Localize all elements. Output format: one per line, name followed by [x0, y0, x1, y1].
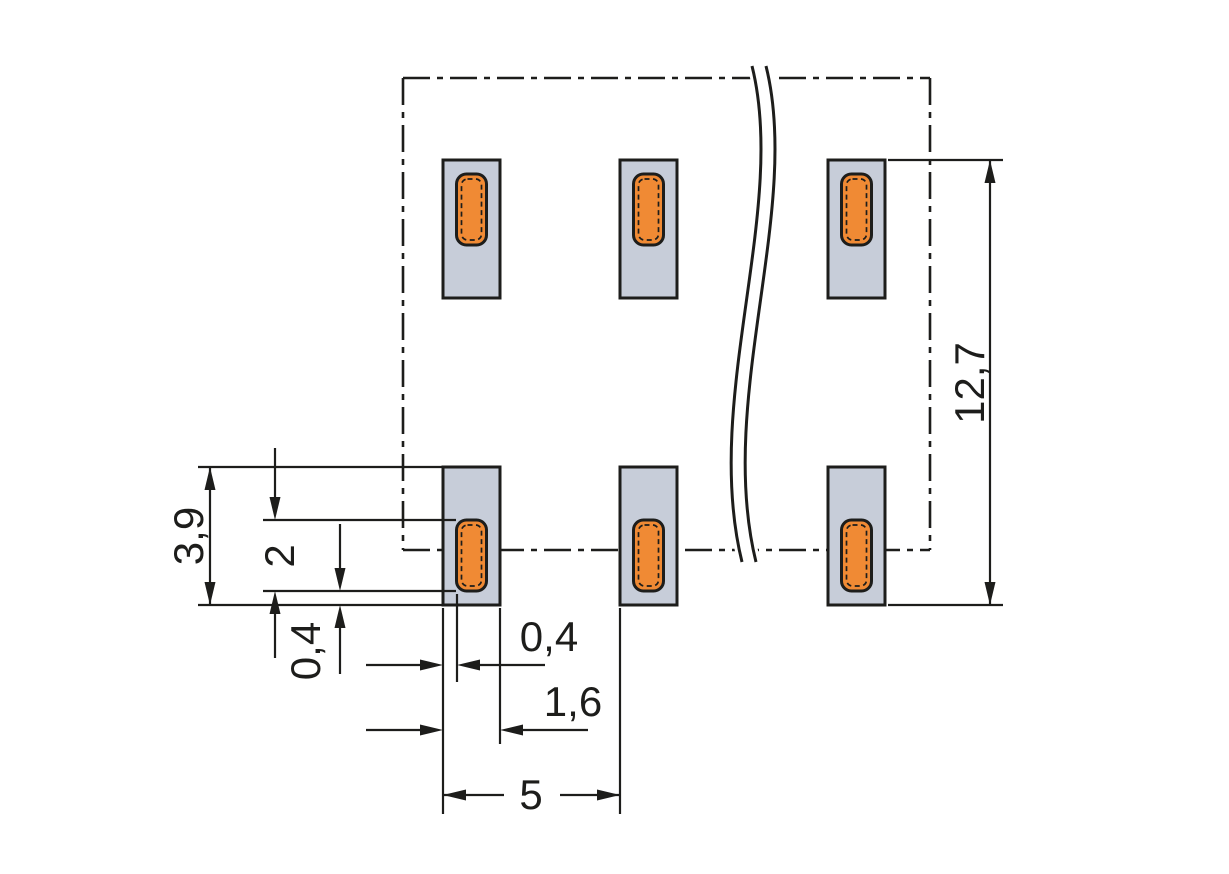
arrowhead-right-icon — [597, 789, 620, 801]
pad-contact — [840, 518, 873, 593]
pad-row-bottom — [441, 465, 887, 607]
arrowhead-down-icon — [334, 568, 346, 591]
pad-contact — [840, 172, 873, 247]
arrowhead-left-icon — [457, 659, 480, 671]
break-line-left — [729, 65, 763, 563]
pad-row-top — [441, 158, 887, 300]
pad — [441, 465, 502, 607]
arrowhead-down-icon — [269, 497, 281, 520]
arrowhead-left-icon — [443, 789, 466, 801]
pad-contact — [632, 518, 665, 593]
pad-contact-dashed — [460, 178, 483, 241]
pad-contact — [455, 172, 488, 247]
arrowhead-up-icon — [269, 591, 281, 614]
dim-pad-length: 3,9 — [165, 465, 443, 607]
break-line — [726, 61, 780, 567]
arrowhead-left-icon — [500, 724, 523, 736]
dim-contact-bottom-offset: 0,4 — [282, 524, 346, 680]
break-line-right — [743, 65, 777, 563]
arrowhead-up-icon — [984, 160, 996, 183]
arrowhead-down-icon — [984, 582, 996, 605]
dim-contact-length: 2 — [256, 448, 456, 658]
dim-overall-height: 12,7 — [888, 158, 1003, 607]
dim-label-contact-bottom-offset: 0,4 — [282, 622, 329, 680]
pad — [618, 465, 679, 607]
pad-contact-dashed — [637, 524, 660, 587]
pad — [441, 158, 502, 300]
dim-pitch: 5 — [441, 608, 622, 818]
arrowhead-up-icon — [334, 605, 346, 628]
pad-contact-dashed — [845, 178, 868, 241]
arrowhead-right-icon — [420, 724, 443, 736]
dim-label-overall-height: 12,7 — [946, 342, 993, 424]
pad-contact-dashed — [460, 524, 483, 587]
arrowhead-down-icon — [204, 582, 216, 605]
pad — [826, 465, 887, 607]
pad-contact-dashed — [637, 178, 660, 241]
pad-contact — [632, 172, 665, 247]
arrowhead-up-icon — [204, 467, 216, 490]
dim-pad-width: 1,6 — [366, 608, 602, 744]
pad — [826, 158, 887, 300]
dim-contact-side-offset: 0,4 — [366, 594, 578, 682]
dim-label-pad-width: 1,6 — [544, 678, 602, 725]
arrowhead-right-icon — [420, 659, 443, 671]
dim-label-contact-length: 2 — [256, 544, 303, 567]
pad-contact-dashed — [845, 524, 868, 587]
pad — [618, 158, 679, 300]
dim-label-pad-length: 3,9 — [165, 507, 212, 565]
break-line-mask — [726, 61, 780, 567]
pad-contact — [455, 518, 488, 593]
dim-label-contact-side-offset: 0,4 — [520, 613, 578, 660]
dim-label-pitch: 5 — [519, 771, 542, 818]
